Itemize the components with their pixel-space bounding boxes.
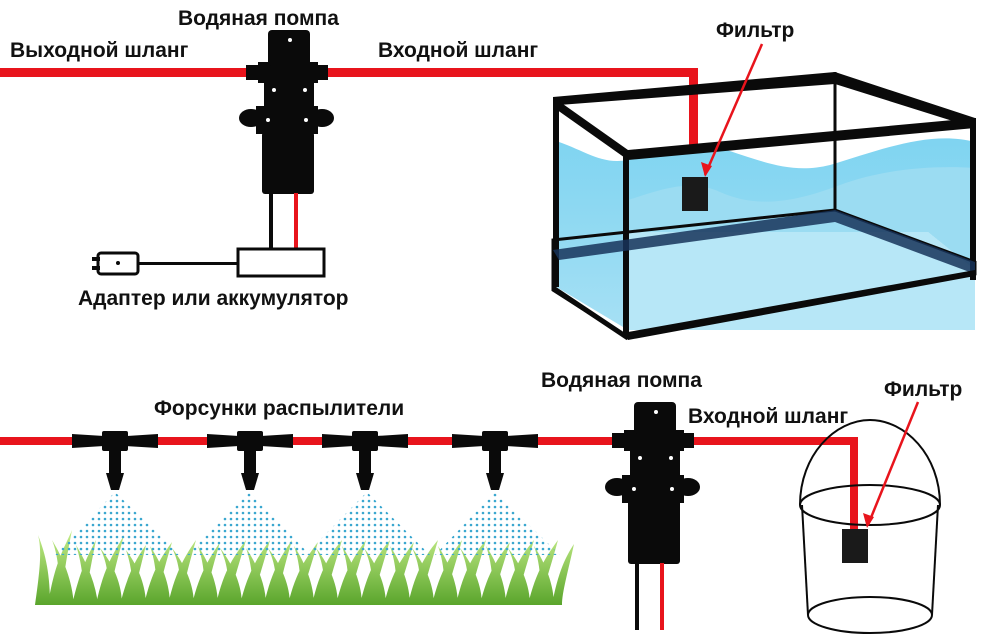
aquarium (551, 72, 977, 341)
filter-label-bottom: Фильтр (884, 378, 963, 401)
outlet-hose (0, 68, 250, 77)
spray-3 (305, 492, 430, 555)
nozzle-4 (452, 431, 538, 490)
nozzle-3 (322, 431, 408, 490)
inlet-hose-drop (689, 68, 698, 180)
filter-bottom (842, 529, 868, 563)
spray-2 (185, 492, 310, 555)
spray-4 (435, 492, 560, 555)
outlet-hose-label: Выходной шланг (10, 39, 189, 62)
inlet-hose-bottom-drop (850, 437, 858, 537)
filter-pointer-bottom (866, 401, 920, 526)
filter-top (682, 177, 708, 211)
distribution-hose (0, 437, 620, 445)
pump-bottom-wire-red (660, 563, 664, 630)
bucket (799, 418, 941, 634)
adapter-box (236, 247, 326, 278)
pump-label-top: Водяная помпа (178, 7, 339, 30)
inlet-hose-bottom (688, 437, 858, 445)
spray-1 (55, 492, 180, 555)
filter-pointer-top (703, 43, 764, 176)
nozzle-1 (72, 431, 158, 490)
pump-wire-black (269, 193, 273, 249)
pump-label-bottom: Водяная помпа (541, 369, 702, 392)
pump-bottom (605, 402, 700, 564)
inlet-hose-label-top: Входной шланг (378, 39, 539, 62)
filter-label-top: Фильтр (716, 19, 795, 42)
inlet-hose-label-bottom: Входной шланг (688, 405, 849, 428)
pump-bottom-wire-black (635, 563, 639, 630)
pump-wire-red (294, 193, 298, 249)
inlet-hose (325, 68, 697, 77)
power-label: Адаптер или аккумулятор (78, 287, 349, 310)
power-cord (132, 262, 238, 265)
nozzles-label: Форсунки распылители (154, 397, 405, 420)
nozzle-2 (207, 431, 293, 490)
pump-top (239, 30, 334, 194)
plug-icon (92, 251, 140, 276)
